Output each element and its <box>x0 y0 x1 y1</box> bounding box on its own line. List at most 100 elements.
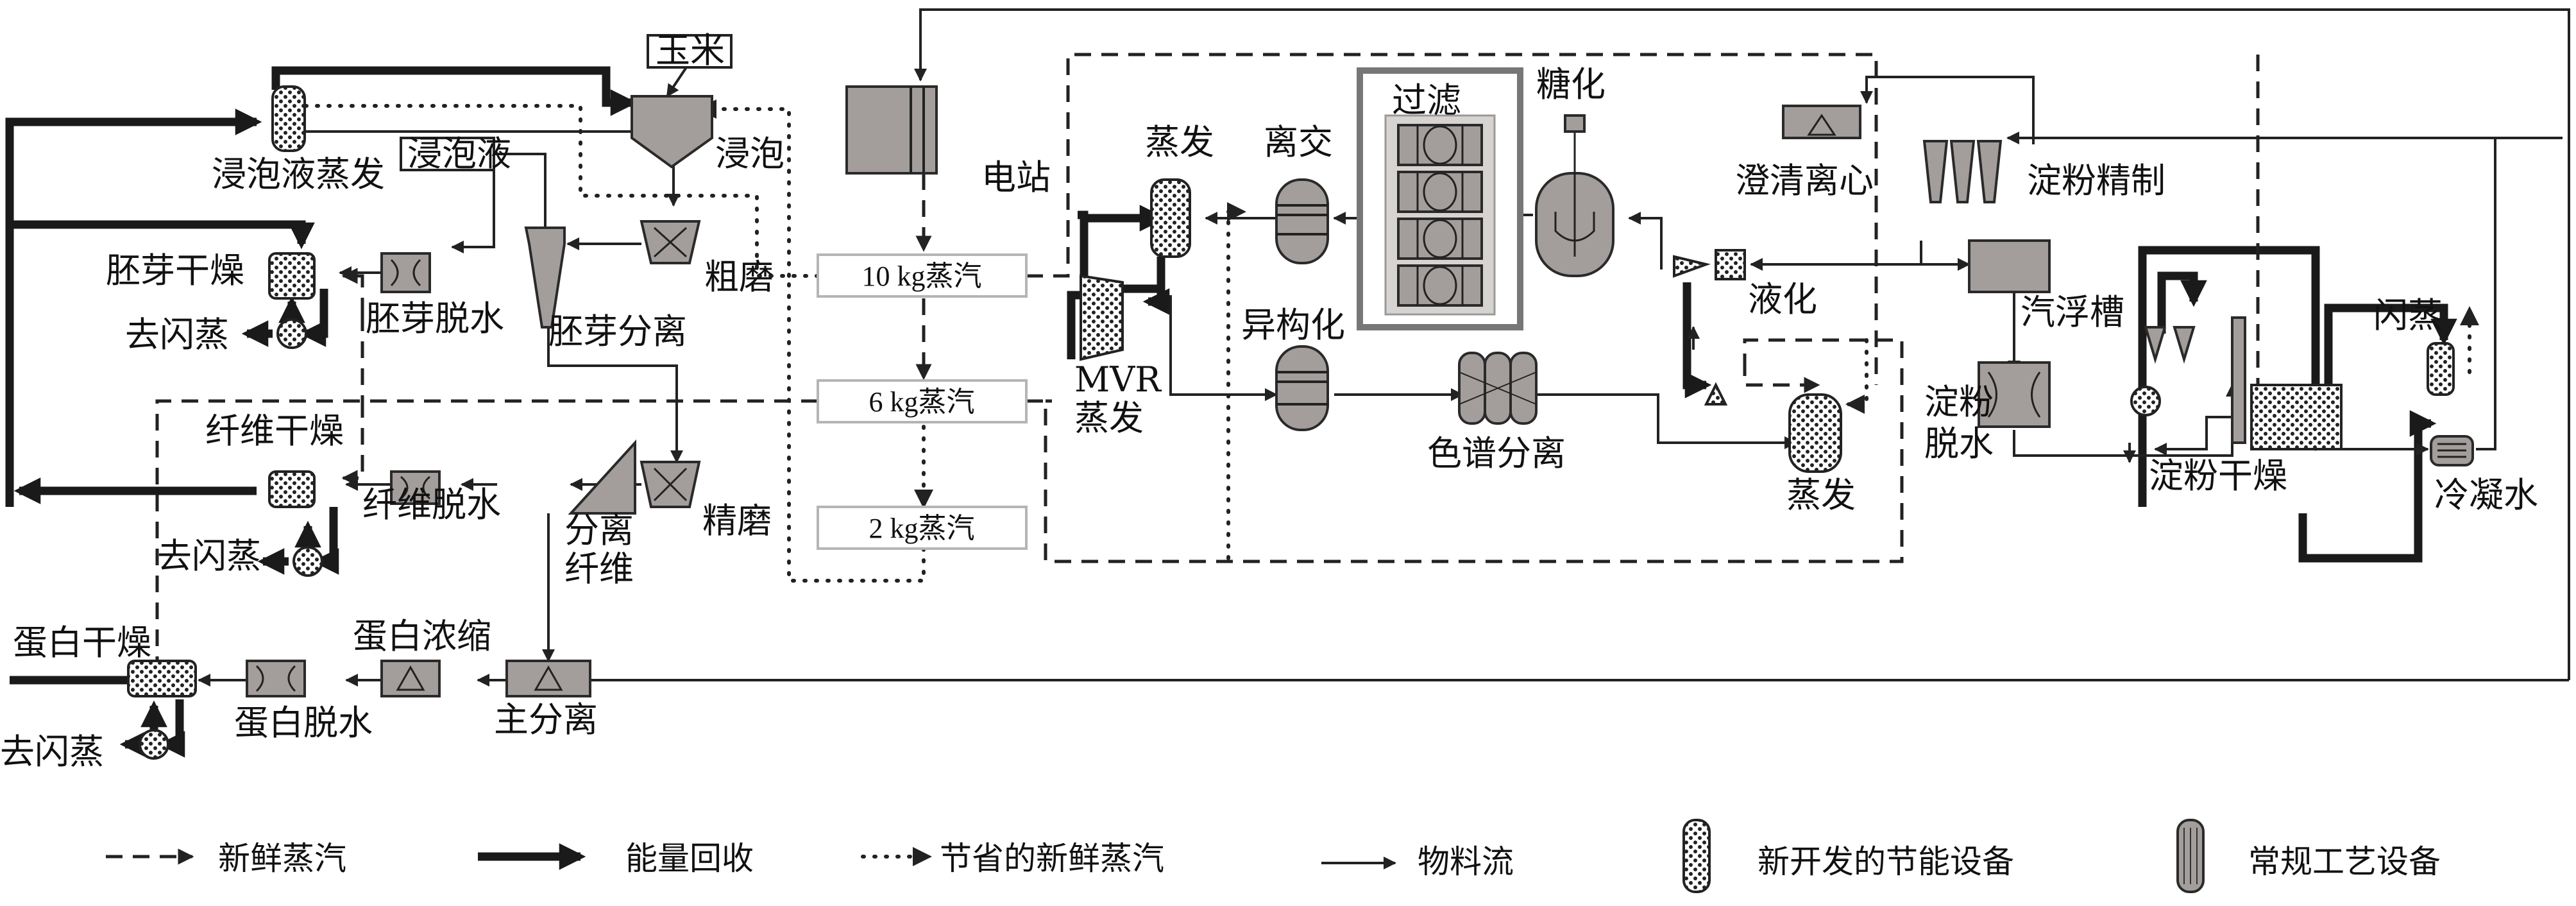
steep-liquor-evaporator <box>271 85 306 152</box>
label-clarify: 澄清离心 <box>1735 160 1874 201</box>
label-steam-6kg: 6 kg蒸汽 <box>869 386 975 418</box>
steep-liquor-box <box>400 137 495 171</box>
power-station <box>845 85 938 175</box>
label-coarse-grind: 粗磨 <box>704 257 774 297</box>
label-mvr: MVR <box>1074 359 1162 400</box>
filter-cell-disc <box>1423 172 1457 212</box>
label-germ-dry: 胚芽干燥 <box>106 250 244 291</box>
steeping-tank <box>631 95 713 169</box>
label-mvr-evap: 蒸发 <box>1074 398 1144 438</box>
protein-flash-hx <box>139 729 169 760</box>
flash-vessel <box>2427 342 2455 396</box>
steam-box-10kg <box>817 253 1028 298</box>
label-power-station: 电站 <box>981 157 1051 198</box>
label-starch-dry: 淀粉干燥 <box>2149 456 2287 496</box>
svg-text:能量回收: 能量回收 <box>625 840 754 877</box>
starch-dewater <box>1978 361 2051 428</box>
filter-cell <box>1397 264 1483 307</box>
svg-text:新开发的节能设备: 新开发的节能设备 <box>1758 843 2014 880</box>
label-evap-bottom: 蒸发 <box>1786 475 1856 515</box>
mvr-compressor <box>1080 274 1124 361</box>
clarification-centrifuge <box>1782 105 1861 139</box>
legend-item-energy-recovery: 能量回收 <box>478 840 754 877</box>
label-to-flash-3: 去闪蒸 <box>0 731 104 772</box>
label-chromatography: 色谱分离 <box>1427 433 1566 474</box>
label-germ-sep: 胚芽分离 <box>548 311 687 352</box>
coarse-grinder <box>640 220 701 264</box>
germ-dryer <box>268 252 316 300</box>
label-starch-refine: 淀粉精制 <box>2027 160 2165 201</box>
saved-steam-lines <box>293 99 2479 583</box>
saccharification-tank <box>1535 114 1614 277</box>
isomerization-column <box>1275 345 1329 431</box>
label-fine-grind: 精磨 <box>702 500 772 541</box>
label-fiber-sep-1: 分离 <box>564 510 634 551</box>
starch-refining-cyclones <box>1922 140 2003 203</box>
legend-item-conventional-equipment: 常规工艺设备 <box>2176 819 2441 893</box>
label-to-flash-1: 去闪蒸 <box>125 314 229 355</box>
filter-cell-disc <box>1423 266 1457 305</box>
label-steeping: 浸泡 <box>715 133 784 174</box>
filter-cell-disc <box>1423 125 1457 165</box>
material-flow-lines <box>198 8 2570 687</box>
dotted-vessel-icon <box>1682 819 1711 893</box>
svg-text:常规工艺设备: 常规工艺设备 <box>2248 843 2441 880</box>
germ-flash-hx <box>276 318 307 349</box>
label-steep-liquor: 浸泡液 <box>407 133 511 174</box>
fiber-dewater <box>390 470 441 505</box>
filter-cell <box>1397 124 1483 166</box>
legend: 新鲜蒸汽 能量回收 节省的新鲜蒸汽 物料流 新开发的节能设备 常规工艺设备 <box>106 819 2441 893</box>
label-isomerization: 异构化 <box>1241 305 1345 345</box>
fine-grinder <box>640 461 701 508</box>
label-evap-top: 蒸发 <box>1145 122 1214 162</box>
filter-unit <box>1357 67 1523 330</box>
ion-exchange-column <box>1275 178 1329 264</box>
label-main-sep: 主分离 <box>494 699 598 740</box>
energy-recovery-lines <box>5 66 2457 758</box>
legend-item-saved-steam: 节省的新鲜蒸汽 <box>861 840 1164 877</box>
label-fiber-dry: 纤维干燥 <box>205 411 344 451</box>
label-steam-2kg: 2 kg蒸汽 <box>869 513 975 544</box>
label-condensate: 冷凝水 <box>2434 475 2538 515</box>
germ-dewater <box>380 252 431 293</box>
striped-vessel-icon <box>2176 819 2205 893</box>
label-steep-evap: 浸泡液蒸发 <box>212 154 385 194</box>
label-ion-exchange: 离交 <box>1264 122 1333 162</box>
svg-text:节省的新鲜蒸汽: 节省的新鲜蒸汽 <box>940 840 1164 877</box>
jet-cooker <box>1673 255 1711 278</box>
germ-cyclone <box>524 226 566 329</box>
fiber-separator <box>568 439 636 515</box>
legend-item-new-equipment: 新开发的节能设备 <box>1682 819 2014 893</box>
fiber-dryer <box>268 470 316 508</box>
filter-cell <box>1397 218 1483 260</box>
steam-box-2kg <box>817 506 1028 550</box>
label-flotation: 汽浮槽 <box>2021 292 2124 332</box>
label-germ-dewater: 胚芽脱水 <box>366 298 504 339</box>
label-protein-dry: 蛋白干燥 <box>13 622 151 663</box>
svg-text:新鲜蒸汽: 新鲜蒸汽 <box>218 840 346 877</box>
top-evaporator <box>1150 178 1191 258</box>
label-protein-dewater: 蛋白脱水 <box>234 703 373 743</box>
steam-box-6kg <box>817 379 1028 423</box>
fresh-steam-lines <box>155 53 2266 661</box>
label-protein-conc: 蛋白浓缩 <box>353 616 491 656</box>
legend-item-material-flow: 物料流 <box>1321 843 1514 880</box>
label-liquefaction: 液化 <box>1748 279 1817 320</box>
filter-cell-disc <box>1423 219 1457 259</box>
chromatography-columns <box>1458 352 1538 425</box>
label-to-flash-2: 去闪蒸 <box>157 536 261 576</box>
label-starch-dewater-1: 淀粉 <box>1924 382 1994 422</box>
protein-dryer <box>127 660 197 697</box>
corn-input-box <box>647 34 733 69</box>
label-corn: 玉米 <box>656 30 725 71</box>
legend-item-fresh-steam: 新鲜蒸汽 <box>106 840 346 877</box>
starch-dryer <box>2130 316 2343 450</box>
label-filtration: 过滤 <box>1392 80 1461 121</box>
label-fiber-sep-2: 纤维 <box>564 549 634 589</box>
label-steam-10kg: 10 kg蒸汽 <box>862 261 982 292</box>
bottom-evaporator <box>1788 393 1842 473</box>
svg-text:物料流: 物料流 <box>1418 843 1514 880</box>
filter-cell <box>1397 171 1483 213</box>
label-fiber-dewater: 纤维脱水 <box>362 484 501 525</box>
